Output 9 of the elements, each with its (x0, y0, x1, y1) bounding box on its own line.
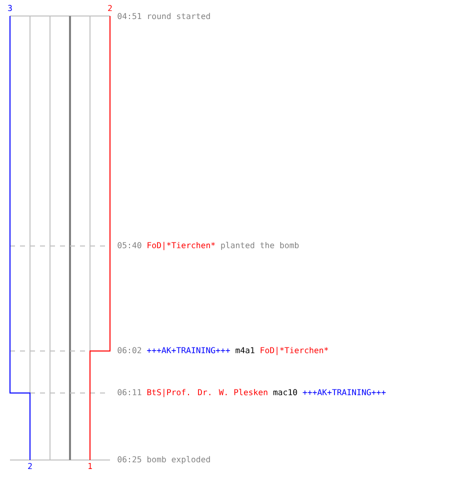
event-row: 05:40 FoD|*Tierchen* planted the bomb (118, 242, 299, 250)
player-count: 2 (28, 462, 32, 470)
player-count: 2 (108, 4, 112, 12)
player-count: 1 (88, 463, 92, 469)
event-row: 06:02 +++AK+TRAINING+++ m4a1 FoD|*Tierchen* (118, 346, 328, 356)
player-count: 3 (8, 4, 12, 12)
event-row: 04:51 round started (118, 12, 210, 20)
event-row: 06:25 bomb exploded (118, 456, 210, 464)
event-row: 06:11 BtS|Prof. Dr. W. Plesken mac10 +++AK+TRAINING+++ (118, 388, 386, 398)
